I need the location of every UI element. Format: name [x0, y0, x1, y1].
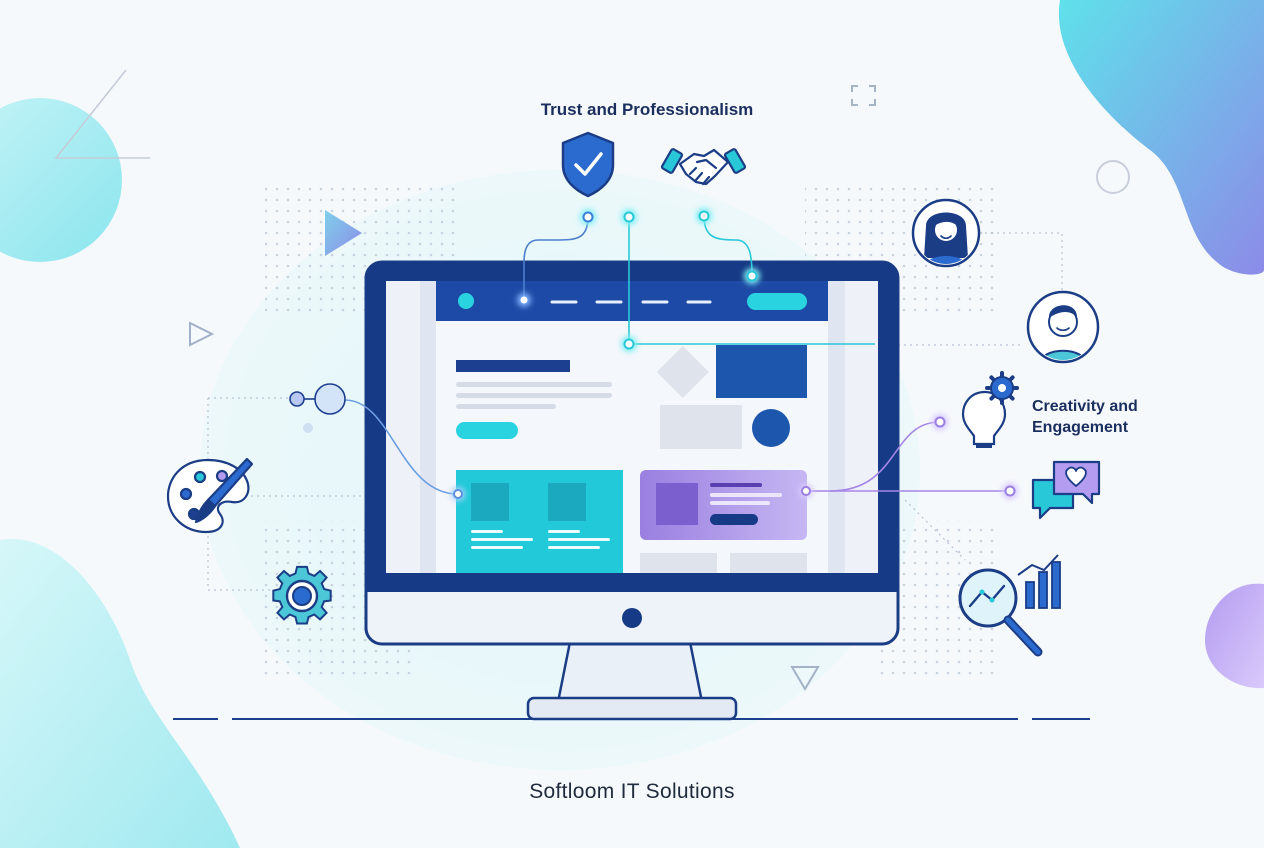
line-triangle-decor: [54, 69, 150, 159]
connector-nodes: [289, 208, 1018, 501]
focus-bracket-icon: [851, 85, 876, 106]
hero-image-block: [716, 345, 807, 398]
creativity-heading: Creativity and Engagement: [1032, 396, 1212, 438]
circle-icon: [1096, 160, 1130, 194]
brand-footer: Softloom IT Solutions: [529, 780, 735, 803]
monitor-neck: [556, 640, 704, 704]
monitor: [364, 260, 900, 721]
lightbulb-gear-icon: [961, 371, 1019, 448]
palette-brush-icon: [166, 457, 254, 534]
blob-top-right: [1058, 0, 1264, 275]
nav-logo: [458, 293, 474, 309]
nav-cta-button: [747, 293, 807, 310]
chat-heart-icon: [1031, 460, 1101, 520]
creativity-heading-line2: Engagement: [1032, 419, 1129, 436]
creativity-heading-line1: Creativity and: [1032, 398, 1138, 415]
blob-top-left: [0, 98, 122, 262]
hero-circle-shape: [752, 409, 790, 447]
hero-button: [456, 422, 518, 439]
play-triangle-icon: [325, 210, 362, 256]
monitor-power-button: [622, 608, 642, 628]
triangle-outline-decor: [790, 666, 820, 691]
woman-avatar-icon: [911, 198, 981, 268]
magnifier-chart-icon: [958, 554, 1061, 657]
blob-bottom-left: [0, 539, 240, 848]
trust-heading: Trust and Professionalism: [540, 100, 754, 119]
decor-shapes: [54, 69, 1130, 691]
handshake-icon: [660, 148, 747, 186]
hero-title-bar: [456, 360, 570, 372]
blob-bottom-right: [1205, 583, 1264, 689]
gear-icon: [272, 565, 332, 625]
monitor-base: [526, 696, 738, 721]
shield-check-icon: [561, 131, 615, 198]
play-outline-decor: [189, 321, 215, 347]
man-avatar-icon: [1026, 290, 1100, 364]
